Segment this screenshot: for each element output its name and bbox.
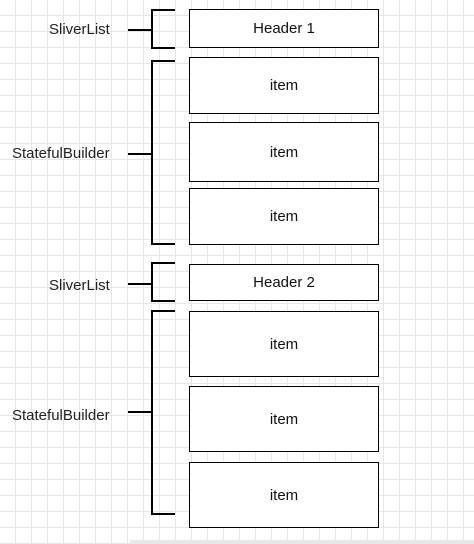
bracket-statefulbuilder-1	[151, 60, 175, 245]
label-connector-1	[128, 29, 151, 31]
item-box: item	[189, 386, 379, 452]
label-connector-3	[128, 283, 151, 285]
horizontal-scrollbar[interactable]	[130, 540, 474, 544]
item-box: item	[189, 188, 379, 245]
item-box: item	[189, 122, 379, 182]
header-box-1: Header 1	[189, 9, 379, 48]
bracket-statefulbuilder-2	[151, 310, 175, 515]
group-label-sliverlist-2: SliverList	[49, 277, 110, 294]
group-label-sliverlist-1: SliverList	[49, 21, 110, 38]
label-connector-2	[128, 153, 151, 155]
item-box: item	[189, 57, 379, 114]
header-box-2: Header 2	[189, 264, 379, 301]
item-box: item	[189, 462, 379, 528]
item-box: item	[189, 311, 379, 377]
label-connector-4	[128, 411, 151, 413]
bracket-sliverlist-2	[151, 262, 175, 302]
bracket-sliverlist-1	[151, 9, 175, 49]
group-label-statefulbuilder-1: StatefulBuilder	[12, 145, 110, 162]
group-label-statefulbuilder-2: StatefulBuilder	[12, 407, 110, 424]
